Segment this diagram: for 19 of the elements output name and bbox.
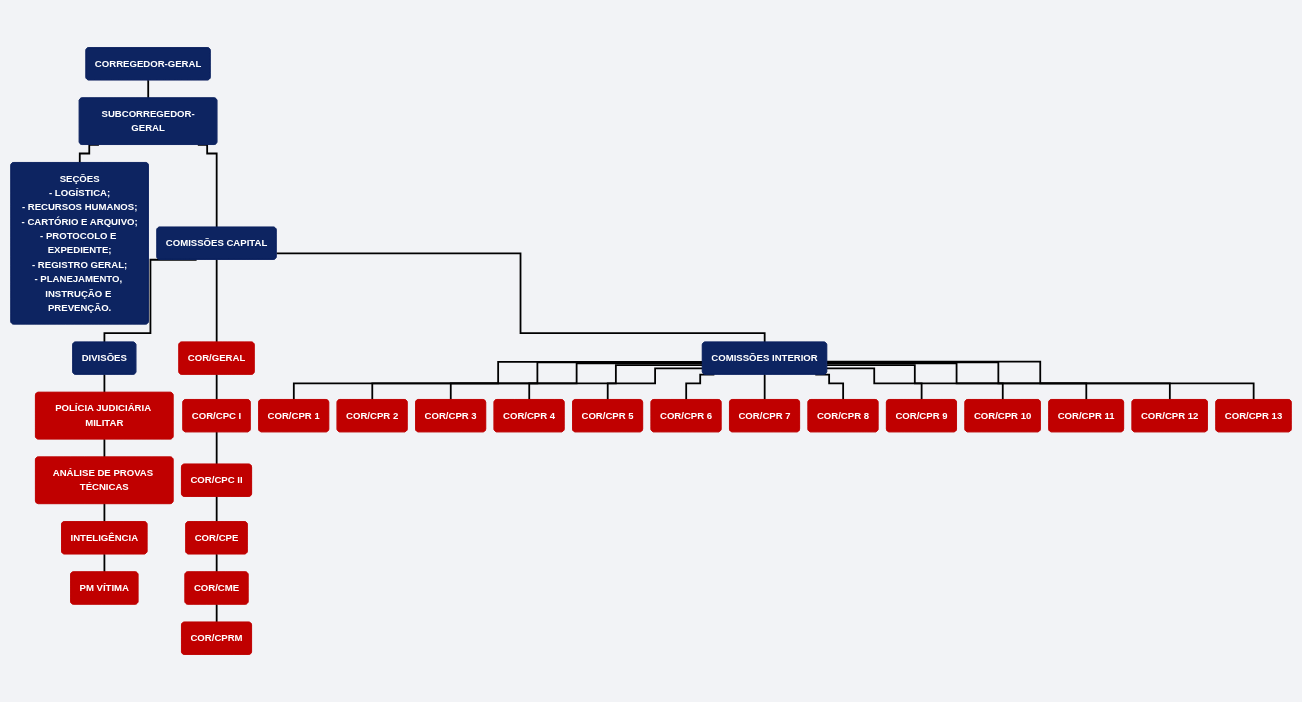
connector <box>606 367 704 401</box>
connector <box>528 364 704 401</box>
connector <box>103 373 106 394</box>
connector <box>826 367 923 401</box>
connector <box>371 361 704 401</box>
connector <box>215 431 218 466</box>
connector <box>826 364 1004 401</box>
connector <box>826 361 1171 401</box>
connector <box>763 373 766 401</box>
connector <box>215 258 218 344</box>
connector <box>215 495 218 523</box>
connector <box>826 360 1255 401</box>
connector <box>275 252 766 344</box>
connector <box>215 373 218 401</box>
connector <box>826 362 1088 401</box>
connector <box>103 503 106 523</box>
connector <box>449 362 704 401</box>
connector <box>215 603 218 624</box>
connector <box>292 360 704 401</box>
